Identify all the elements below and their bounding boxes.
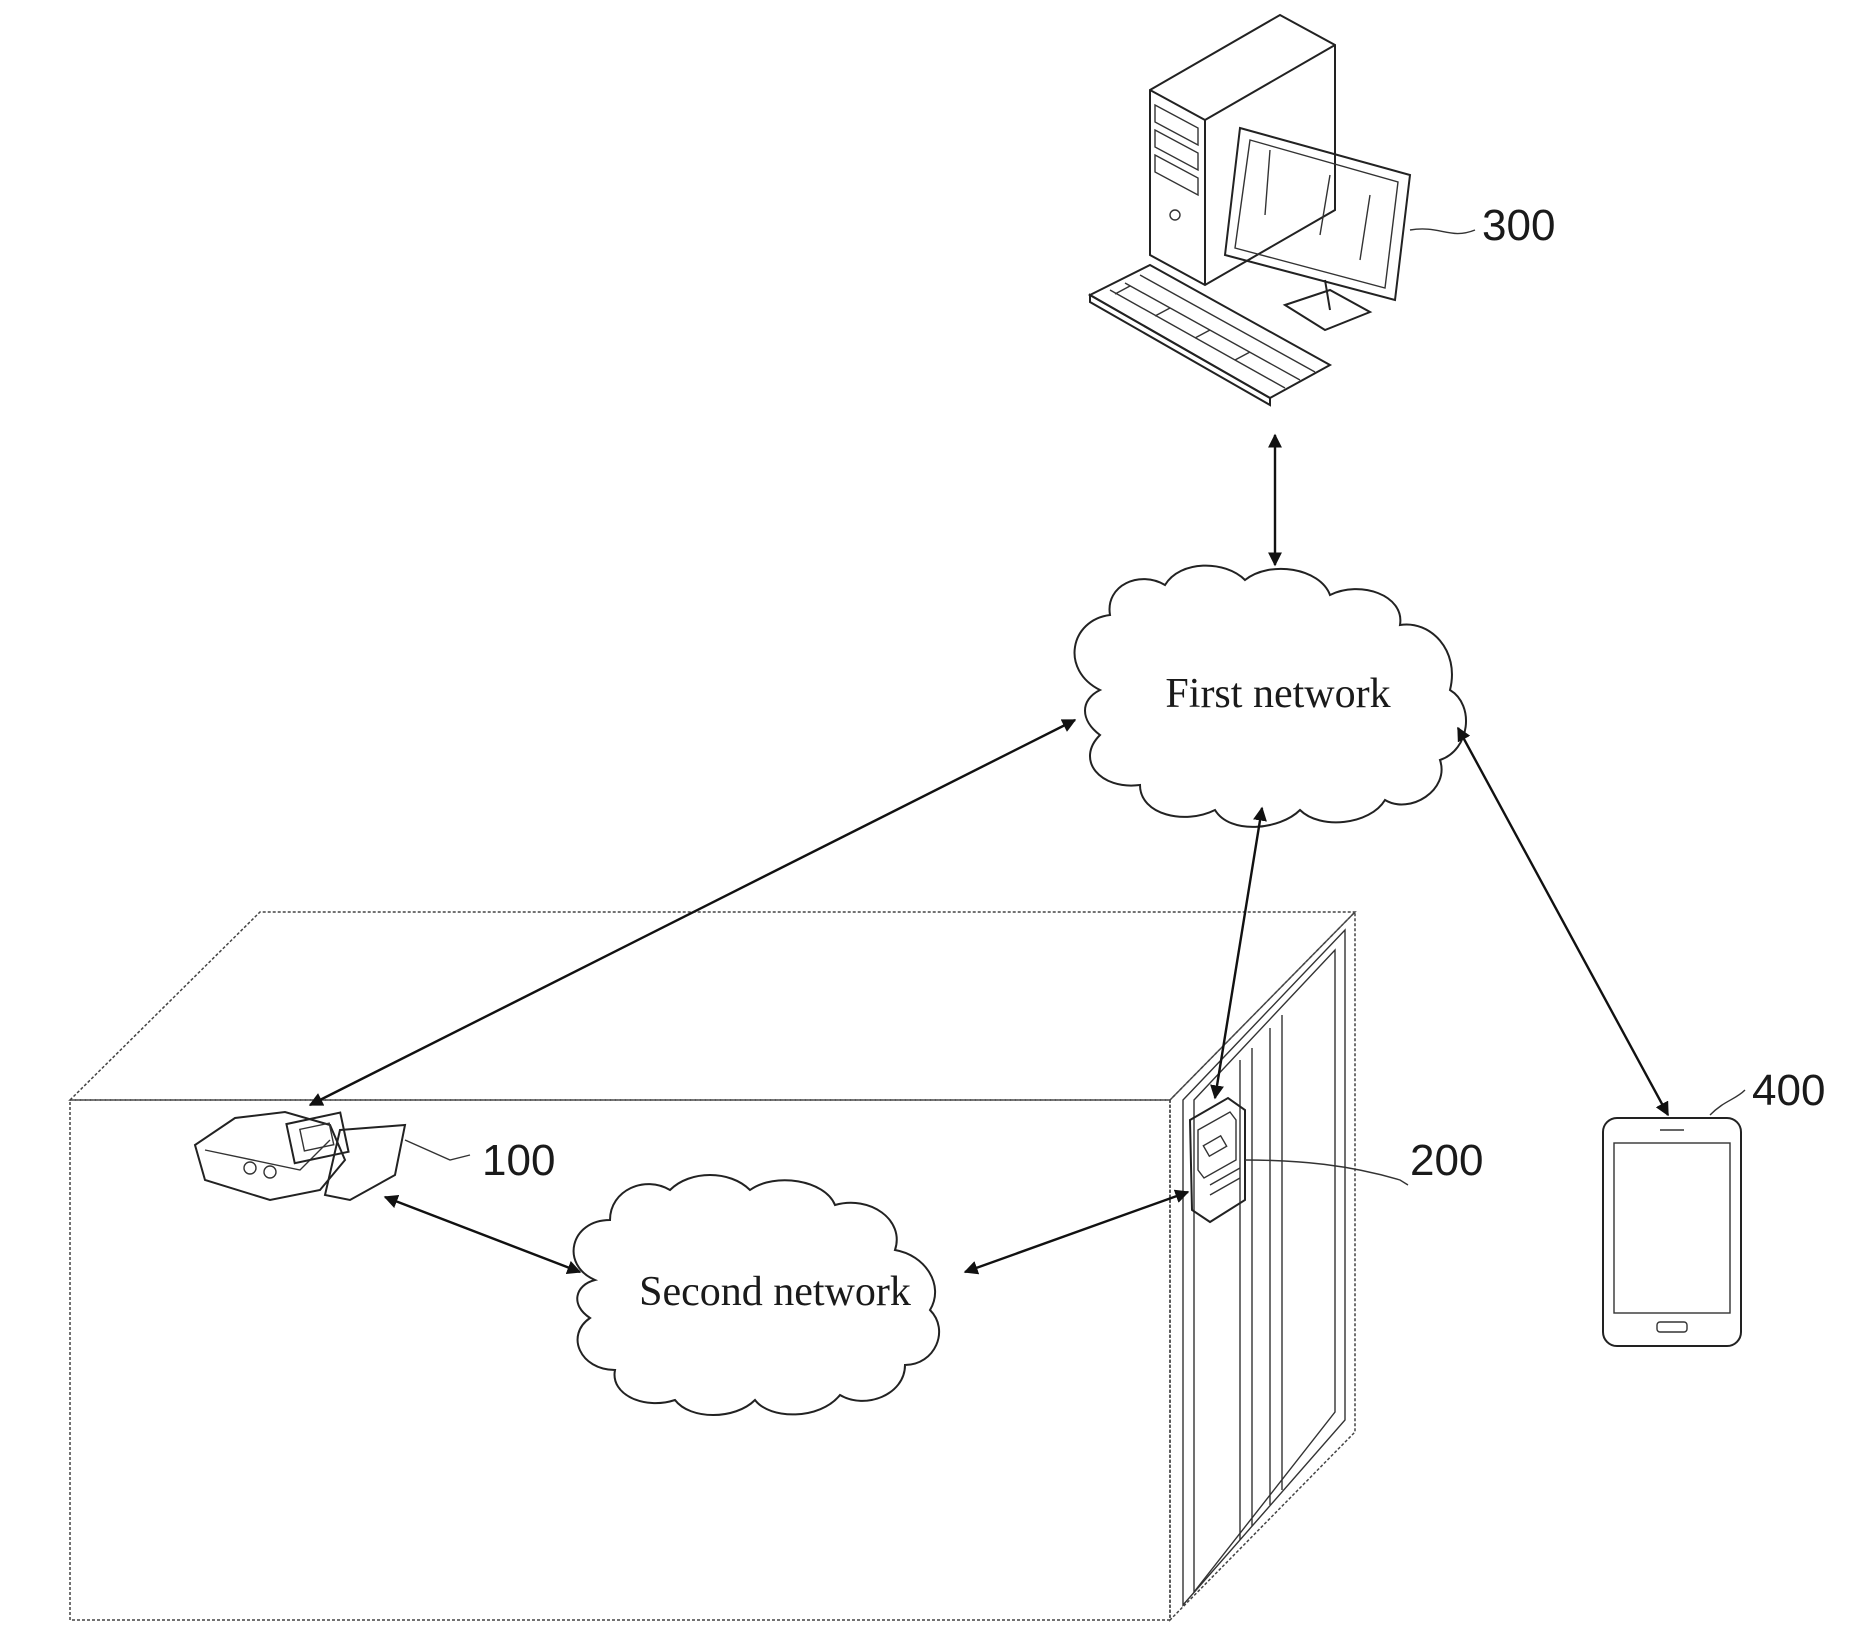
mobile-ref-label: 400 bbox=[1752, 1066, 1825, 1115]
device-100-ref-label: 100 bbox=[482, 1136, 555, 1185]
device-200-ref-label: 200 bbox=[1410, 1136, 1483, 1185]
building-room bbox=[70, 912, 1355, 1620]
smartphone-icon bbox=[1603, 1090, 1745, 1346]
second-network-label: Second network bbox=[639, 1269, 911, 1315]
arrow-second-network-device-200 bbox=[965, 1192, 1188, 1272]
door-controller-icon bbox=[1190, 1098, 1408, 1222]
sensor-device-icon bbox=[195, 1112, 470, 1200]
door-icon bbox=[1183, 930, 1345, 1605]
first-network-label: First network bbox=[1165, 671, 1390, 717]
arrow-first-network-mobile bbox=[1458, 728, 1668, 1115]
desktop-computer-icon bbox=[1090, 15, 1475, 405]
arrow-device-100-second-network bbox=[385, 1197, 580, 1272]
computer-ref-label: 300 bbox=[1482, 201, 1555, 250]
arrow-first-network-device-200 bbox=[1215, 808, 1262, 1098]
